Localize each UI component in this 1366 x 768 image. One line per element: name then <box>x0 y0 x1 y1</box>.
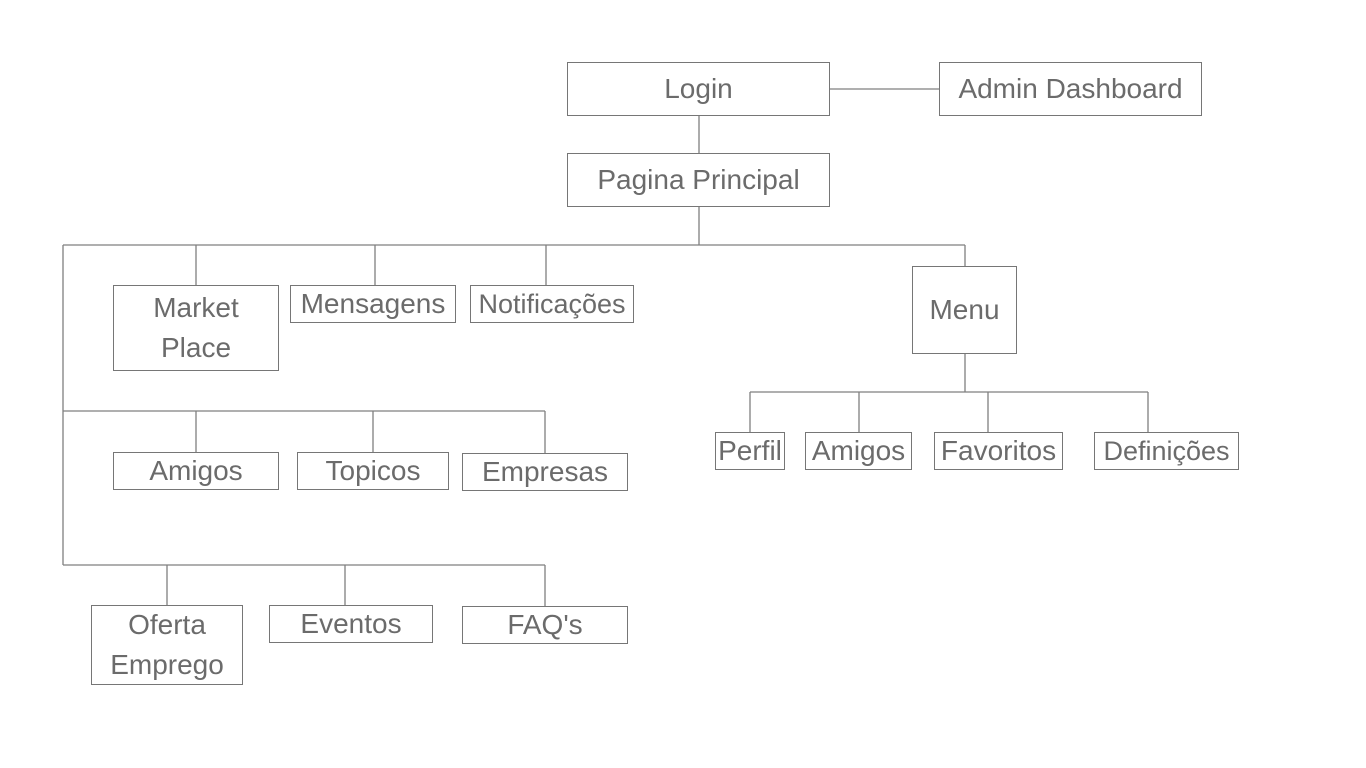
node-login: Login <box>567 62 830 116</box>
node-notificacoes: Notificações <box>470 285 634 323</box>
node-menu-amigos: Amigos <box>805 432 912 470</box>
node-market-place: Market Place <box>113 285 279 371</box>
node-topicos: Topicos <box>297 452 449 490</box>
node-menu: Menu <box>912 266 1017 354</box>
node-amigos: Amigos <box>113 452 279 490</box>
node-favoritos: Favoritos <box>934 432 1063 470</box>
node-faqs: FAQ's <box>462 606 628 644</box>
node-definicoes: Definições <box>1094 432 1239 470</box>
node-pagina-principal: Pagina Principal <box>567 153 830 207</box>
node-perfil: Perfil <box>715 432 785 470</box>
node-mensagens: Mensagens <box>290 285 456 323</box>
node-empresas: Empresas <box>462 453 628 491</box>
node-admin-dashboard: Admin Dashboard <box>939 62 1202 116</box>
node-oferta-emprego: Oferta Emprego <box>91 605 243 685</box>
node-eventos: Eventos <box>269 605 433 643</box>
